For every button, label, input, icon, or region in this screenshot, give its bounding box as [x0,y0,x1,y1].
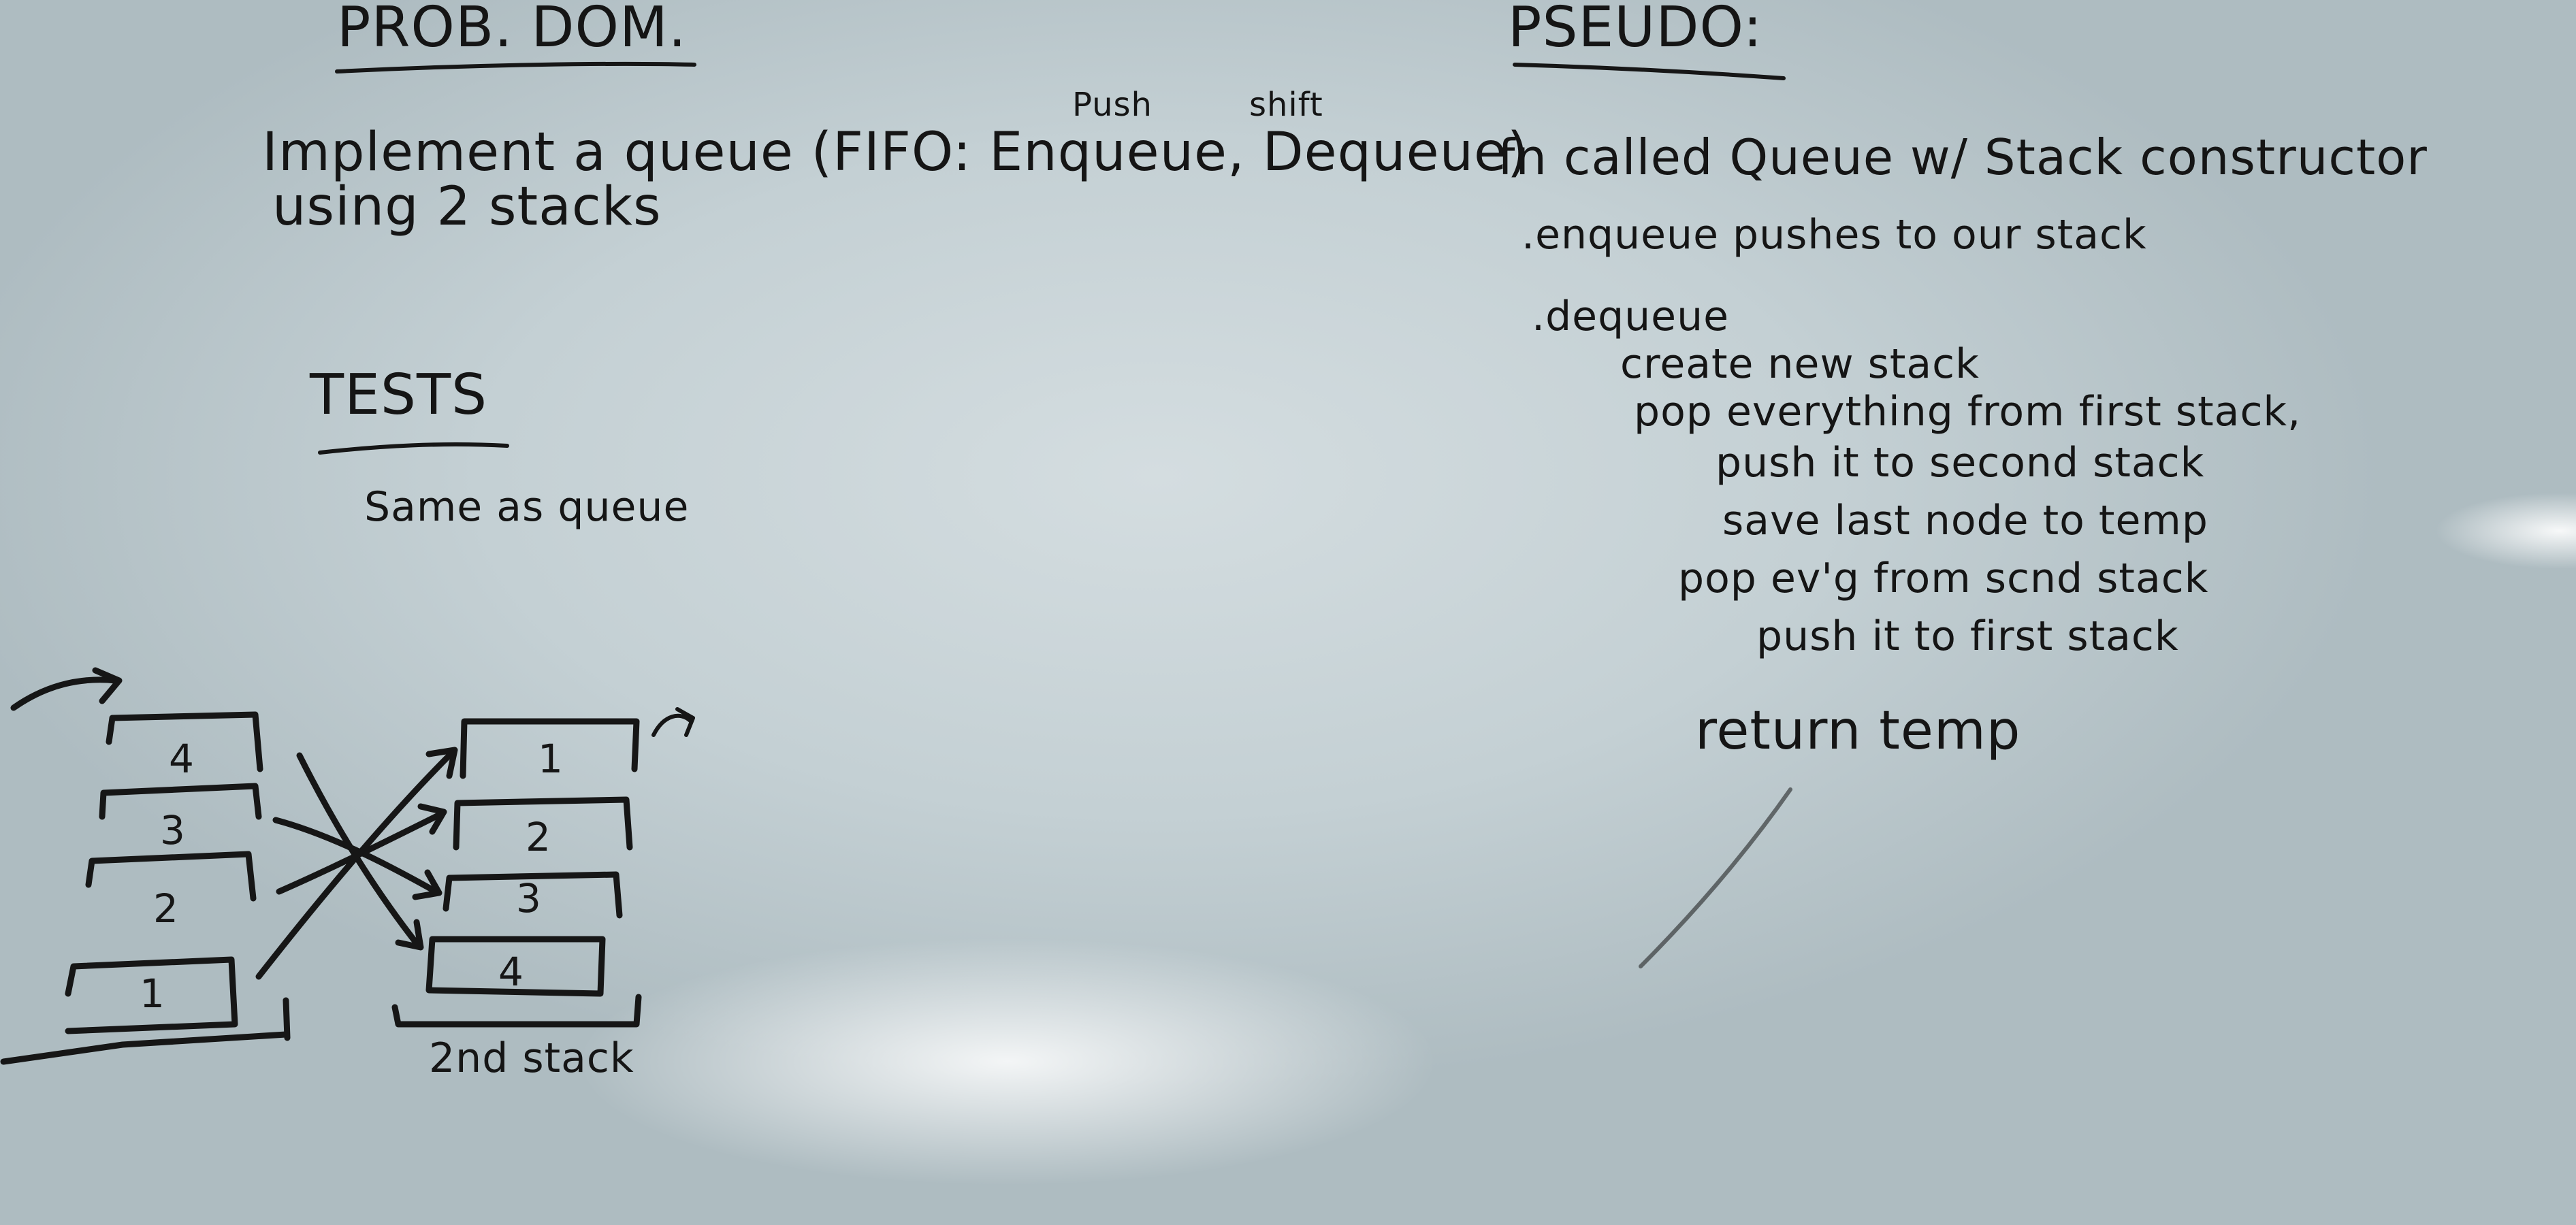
pseudo-line: pop ev'g from scnd stack [1678,555,2209,602]
first-stack-item: 1 [140,970,165,1017]
pop-arrow-head [675,707,695,737]
problem-line-2: using 2 stacks [272,176,662,238]
transfer-arrow [255,749,456,980]
first-stack-item: 4 [169,736,194,782]
pseudo-line: return temp [1695,700,2021,762]
second-stack-box [442,871,623,919]
stray-mark [1639,787,1792,968]
first-stack-item: 3 [160,807,185,853]
first-stack-box [85,851,257,902]
curved-arrow [10,676,119,711]
transfer-arrow-head [395,919,424,951]
push-label: Push [1072,86,1153,124]
second-stack-label: 2nd stack [429,1034,634,1082]
tests-heading-underline [318,442,509,455]
pseudo-line: save last node to temp [1722,497,2208,544]
problem-heading: Prob. Dom. [337,0,687,60]
pseudo-line: push it to second stack [1716,439,2205,487]
transfer-arrow [272,817,439,895]
shift-label: shift [1249,86,1323,124]
problem-heading-underline [335,61,696,74]
first-stack-base [0,1031,289,1065]
pseudo-heading-underline [1513,63,1786,80]
second-stack-box [453,796,633,851]
second-stack-item: 2 [526,814,551,860]
second-stack-item: 4 [498,949,524,995]
first-stack-box [65,956,238,1034]
pseudo-line: create new stack [1620,340,1980,388]
second-stack-item: 1 [538,736,563,782]
second-stack-item: 3 [516,875,541,921]
transfer-arrow-head [425,747,458,779]
first-stack-item: 2 [153,885,178,932]
pseudo-line: pop everything from first stack, [1634,388,2302,436]
transfer-arrow-head [412,869,442,900]
tests-text: Same as queue [364,483,690,531]
second-stack-base [391,994,642,1028]
transfer-arrow [296,752,422,949]
first-stack-box [106,711,263,772]
second-stack-box [460,718,640,779]
pseudo-line: push it to first stack [1756,612,2179,660]
transfer-arrow-head [417,803,447,835]
tests-heading: Tests [310,363,488,427]
pseudo-line: .dequeue [1532,293,1730,340]
first-stack-base [283,997,291,1041]
pop-arrow [651,713,693,737]
pseudo-heading: Pseudo: [1508,0,1763,60]
curved-arrow-head [92,667,123,704]
first-stack-box [99,783,262,820]
pseudo-line: fn called Queue w/ Stack constructor [1498,129,2428,186]
second-stack-box [425,936,606,997]
problem-line-1: Implement a queue (FIFO: Enqueue, Dequeu… [262,122,1529,183]
pseudo-line: .enqueue pushes to our stack [1522,211,2147,259]
